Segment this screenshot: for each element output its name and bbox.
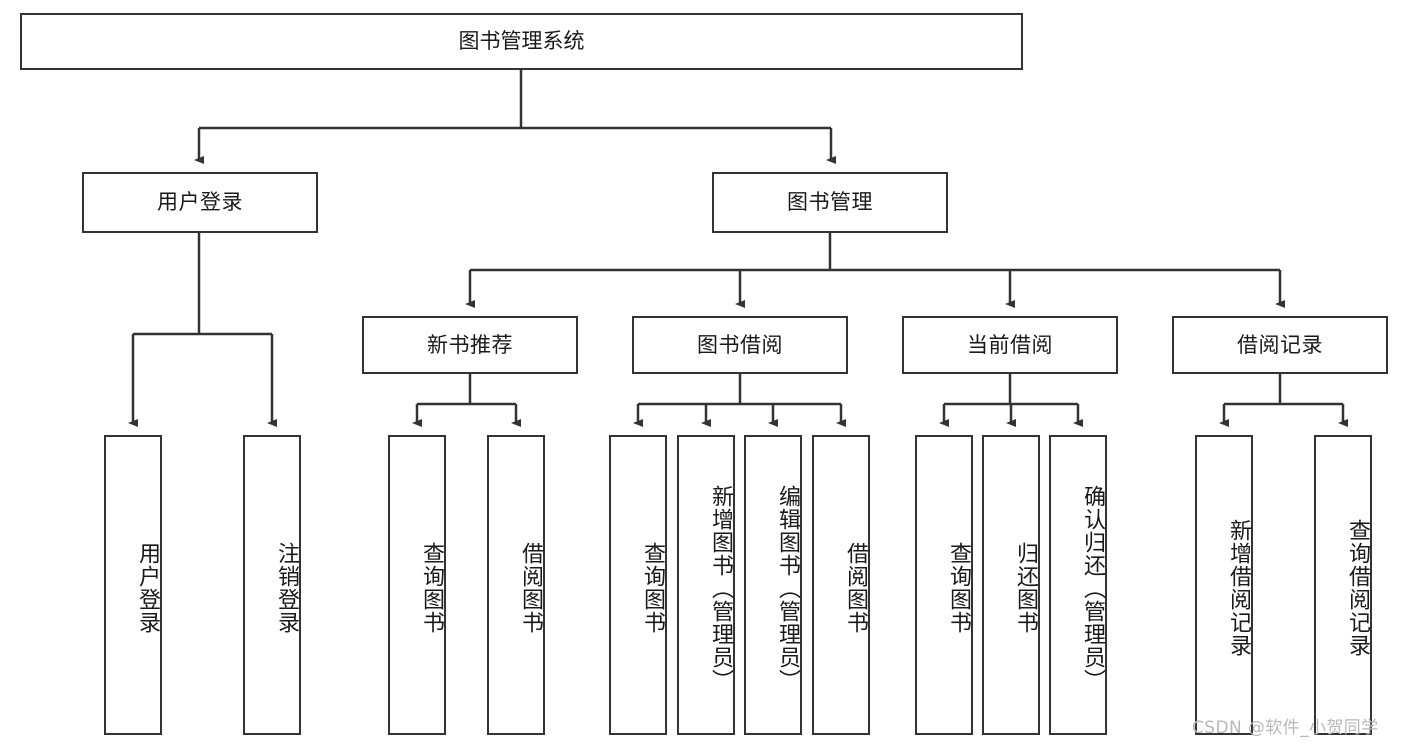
connector-new-book-recommend-to-leaves: [412, 374, 521, 427]
node-label: 新增图书（管理员）: [708, 484, 733, 692]
node-label: 借阅图书: [843, 542, 868, 634]
connector-book-borrow-to-leaves: [633, 374, 846, 427]
node-label: 查询图书: [946, 542, 971, 634]
node-leaf-borrow-book-1[interactable]: 借阅图书: [487, 435, 545, 735]
node-label: 注销登录: [274, 542, 299, 634]
connector-borrow-record-to-leaves: [1219, 374, 1348, 427]
node-book-borrow[interactable]: 图书借阅: [632, 316, 848, 374]
node-leaf-query-book-3[interactable]: 查询图书: [915, 435, 973, 735]
node-label: 查询图书: [640, 542, 665, 634]
node-leaf-return-book[interactable]: 归还图书: [982, 435, 1040, 735]
node-user-login[interactable]: 用户登录: [82, 172, 318, 233]
node-leaf-add-book[interactable]: 新增图书（管理员）: [677, 435, 735, 735]
node-leaf-add-borrow-record[interactable]: 新增借阅记录: [1195, 435, 1253, 735]
node-leaf-edit-book[interactable]: 编辑图书（管理员）: [744, 435, 802, 735]
node-label: 归还图书: [1013, 542, 1038, 634]
node-label: 新书推荐: [427, 332, 513, 357]
node-leaf-query-borrow-record[interactable]: 查询借阅记录: [1314, 435, 1372, 735]
node-book-manage[interactable]: 图书管理: [712, 172, 948, 233]
node-label: 编辑图书（管理员）: [775, 484, 800, 692]
node-label: 借阅记录: [1237, 332, 1323, 357]
node-label: 用户登录: [157, 190, 243, 215]
node-new-book-recommend[interactable]: 新书推荐: [362, 316, 578, 374]
node-label: 确认归还（管理员）: [1080, 484, 1105, 692]
node-root-system[interactable]: 图书管理系统: [20, 13, 1023, 70]
connector-user-login-to-leaves: [128, 233, 277, 427]
node-leaf-user-login[interactable]: 用户登录: [104, 435, 162, 735]
connector-current-borrow-to-leaves: [939, 374, 1083, 427]
node-label: 图书借阅: [697, 332, 783, 357]
connector-book-manage-to-level3: [465, 233, 1285, 308]
node-label: 查询借阅记录: [1345, 519, 1370, 657]
connector-root-to-level2: [194, 70, 836, 164]
node-label: 查询图书: [419, 542, 444, 634]
node-label: 当前借阅: [967, 332, 1053, 357]
node-leaf-borrow-book-2[interactable]: 借阅图书: [812, 435, 870, 735]
watermark-text: CSDN @软件_小贺同学: [1192, 718, 1379, 738]
node-current-borrow[interactable]: 当前借阅: [902, 316, 1118, 374]
node-label: 借阅图书: [518, 542, 543, 634]
node-label: 图书管理系统: [458, 29, 585, 54]
node-leaf-query-book-1[interactable]: 查询图书: [388, 435, 446, 735]
node-label: 新增借阅记录: [1226, 519, 1251, 657]
node-leaf-logout-login[interactable]: 注销登录: [243, 435, 301, 735]
node-borrow-record[interactable]: 借阅记录: [1172, 316, 1388, 374]
node-leaf-query-book-2[interactable]: 查询图书: [609, 435, 667, 735]
node-label: 图书管理: [787, 190, 873, 215]
node-leaf-confirm-return[interactable]: 确认归还（管理员）: [1049, 435, 1107, 735]
node-label: 用户登录: [135, 542, 160, 634]
